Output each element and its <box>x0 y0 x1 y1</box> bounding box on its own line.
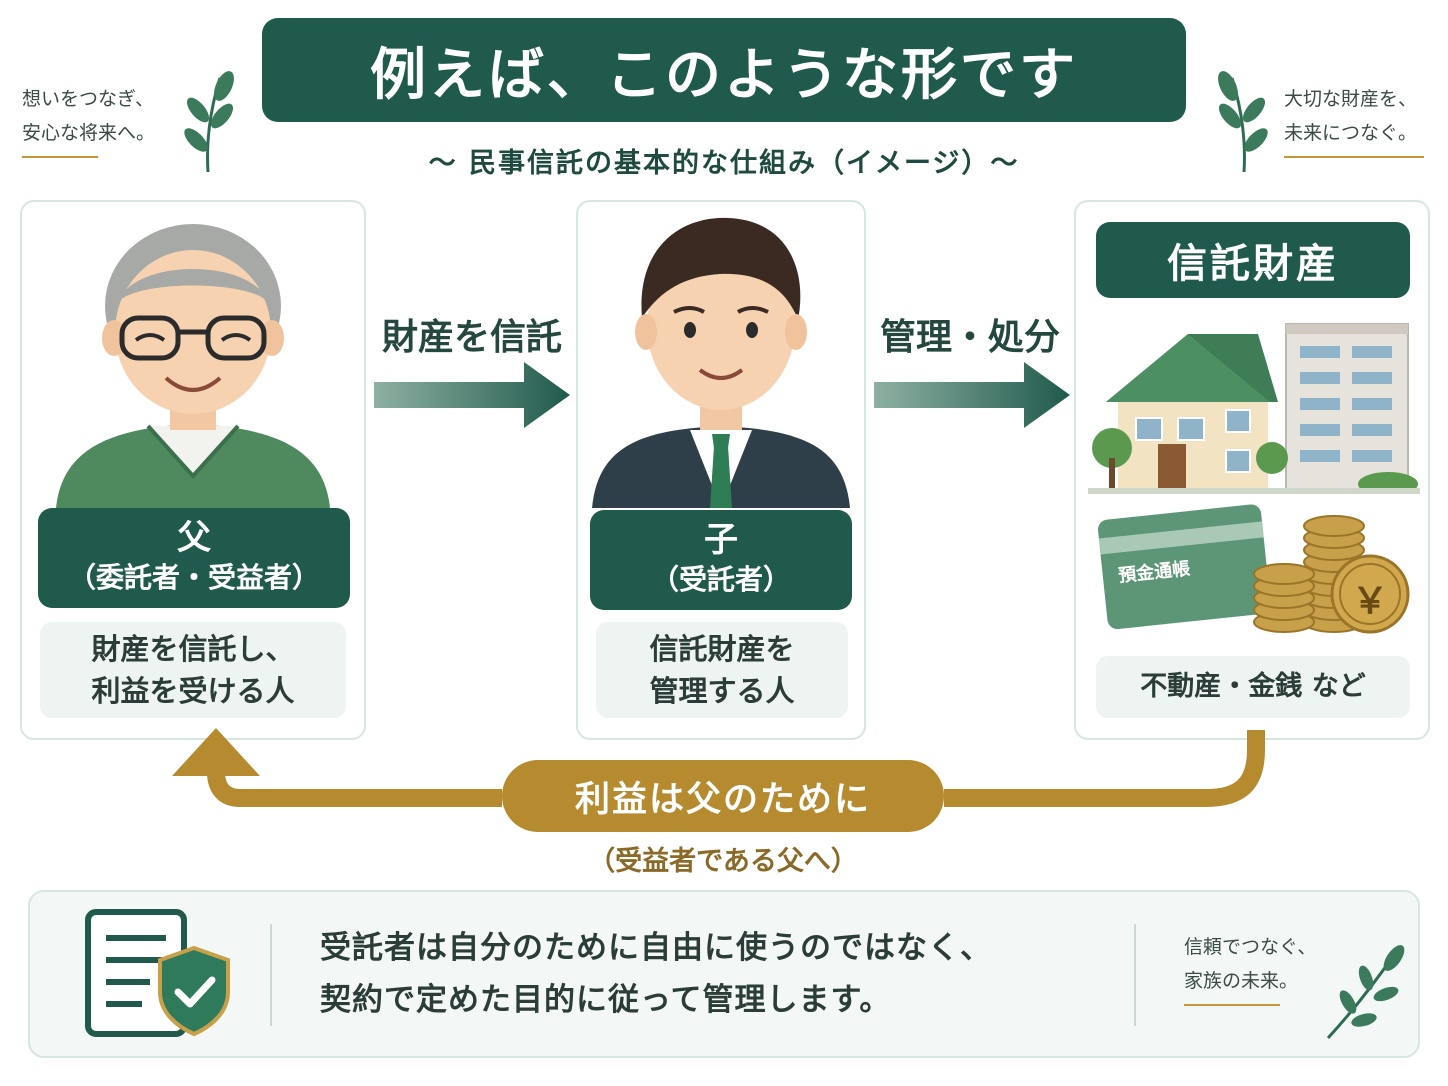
note-line-2: 契約で定めた目的に従って管理します。 <box>320 982 892 1018</box>
left-corner-note: 想いをつなぎ、 安心な将来へ。 <box>22 82 155 150</box>
child-desc-line-2: 管理する人 <box>649 674 795 708</box>
yen-symbol: ￥ <box>1351 581 1388 622</box>
note-side-underline <box>1184 1004 1280 1006</box>
note-divider-left <box>270 924 272 1026</box>
right-note-line-2: 未来につなぐ。 <box>1284 122 1418 144</box>
document-shield-icon <box>85 909 230 1037</box>
child-description: 信託財産を 管理する人 <box>596 622 848 718</box>
passbook-icon <box>1098 504 1271 630</box>
money-illustration <box>1098 504 1410 634</box>
child-desc-line-1: 信託財産を <box>649 632 795 666</box>
apartment-building-icon <box>1285 323 1409 491</box>
note-line-1: 受託者は自分のために自由に使うのではなく、 <box>320 930 992 966</box>
right-note-line-1: 大切な財産を、 <box>1284 88 1418 110</box>
leaf-sprig-icon <box>184 71 234 173</box>
father-desc-line-2: 利益を受ける人 <box>91 674 295 708</box>
benefit-label: 利益は父のために <box>502 760 944 832</box>
left-note-line-2: 安心な将来へ。 <box>22 122 156 144</box>
left-note-line-1: 想いをつなぎ、 <box>22 88 155 110</box>
father-illustration <box>56 224 330 508</box>
coin-stack-icon <box>1253 515 1410 634</box>
father-role-badge: 父 （委託者・受益者） <box>38 508 350 608</box>
house-icon <box>1106 334 1278 490</box>
note-panel <box>28 890 1420 1058</box>
page-title: 例えば、このような形です <box>262 18 1186 122</box>
father-name: 父 <box>177 518 211 558</box>
father-description: 財産を信託し、 利益を受ける人 <box>40 622 346 718</box>
note-side-line-2: 家族の未来。 <box>1184 970 1299 992</box>
note-side-line-1: 信頼でつなぐ、 <box>1184 936 1317 958</box>
father-role: （委託者・受益者） <box>67 561 320 594</box>
trust-assets-title: 信託財産 <box>1096 222 1410 298</box>
trust-assets-description: 不動産・金銭 など <box>1096 656 1410 718</box>
note-text: 受託者は自分のために自由に使うのではなく、 契約で定めた目的に従って管理します。 <box>320 922 1120 1026</box>
leaf-sprig-icon <box>1326 945 1405 1040</box>
real-estate-illustration <box>1088 323 1420 494</box>
benefit-sublabel: （受益者である父へ） <box>588 845 858 877</box>
child-role: （受託者） <box>650 563 791 596</box>
right-note-underline <box>1284 156 1424 158</box>
entrust-arrow-label: 財産を信託 <box>381 317 562 358</box>
child-illustration <box>592 217 850 508</box>
child-role-badge: 子 （受託者） <box>590 510 852 610</box>
leaf-sprig-icon <box>1218 71 1268 173</box>
child-name: 子 <box>704 520 738 560</box>
left-note-underline <box>22 156 98 158</box>
manage-arrow-label: 管理・処分 <box>879 317 1060 358</box>
father-desc-line-1: 財産を信託し、 <box>91 632 295 666</box>
manage-arrow <box>874 362 1070 428</box>
right-corner-note: 大切な財産を、 未来につなぐ。 <box>1284 82 1417 150</box>
page-subtitle: ～ 民事信託の基本的な仕組み（イメージ）～ <box>428 147 1020 179</box>
note-side-text: 信頼でつなぐ、 家族の未来。 <box>1184 930 1316 998</box>
note-divider-right <box>1134 924 1136 1026</box>
entrust-arrow <box>374 362 570 428</box>
benefit-return-arrow <box>172 728 1265 807</box>
